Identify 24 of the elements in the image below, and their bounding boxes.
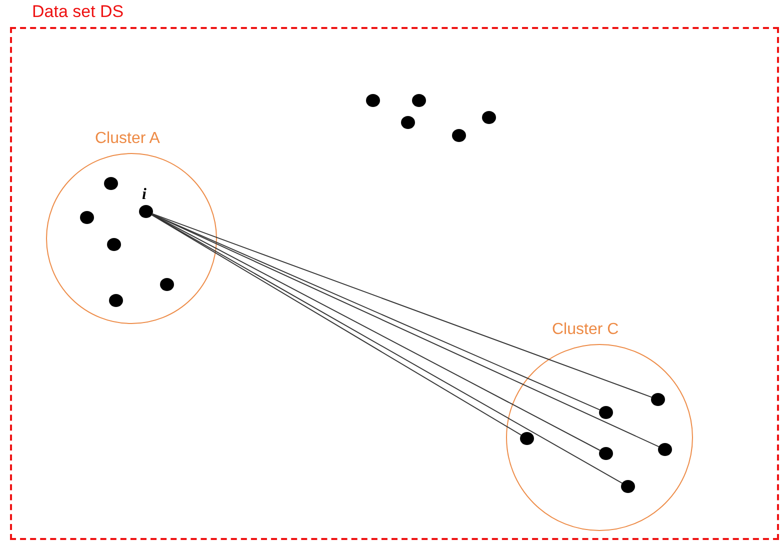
data-point (401, 116, 415, 129)
data-point (80, 211, 94, 224)
data-point (482, 111, 496, 124)
data-point (366, 94, 380, 107)
data-point (599, 447, 613, 460)
data-point (658, 443, 672, 456)
connecting-line (152, 214, 600, 410)
data-point (107, 238, 121, 251)
data-point (621, 480, 635, 493)
cluster-label: Cluster A (95, 130, 160, 148)
data-point (160, 278, 174, 291)
data-point (651, 393, 665, 406)
data-point (104, 177, 118, 190)
connecting-line (151, 214, 623, 484)
dataset-title: Data set DS (32, 2, 124, 22)
data-point (109, 294, 123, 307)
data-point (520, 432, 534, 445)
cluster-label: Cluster C (552, 321, 619, 339)
connecting-line (152, 213, 652, 398)
data-point (412, 94, 426, 107)
connecting-line (151, 214, 522, 436)
data-point (599, 406, 613, 419)
point-label: i (142, 186, 146, 204)
data-point (452, 129, 466, 142)
